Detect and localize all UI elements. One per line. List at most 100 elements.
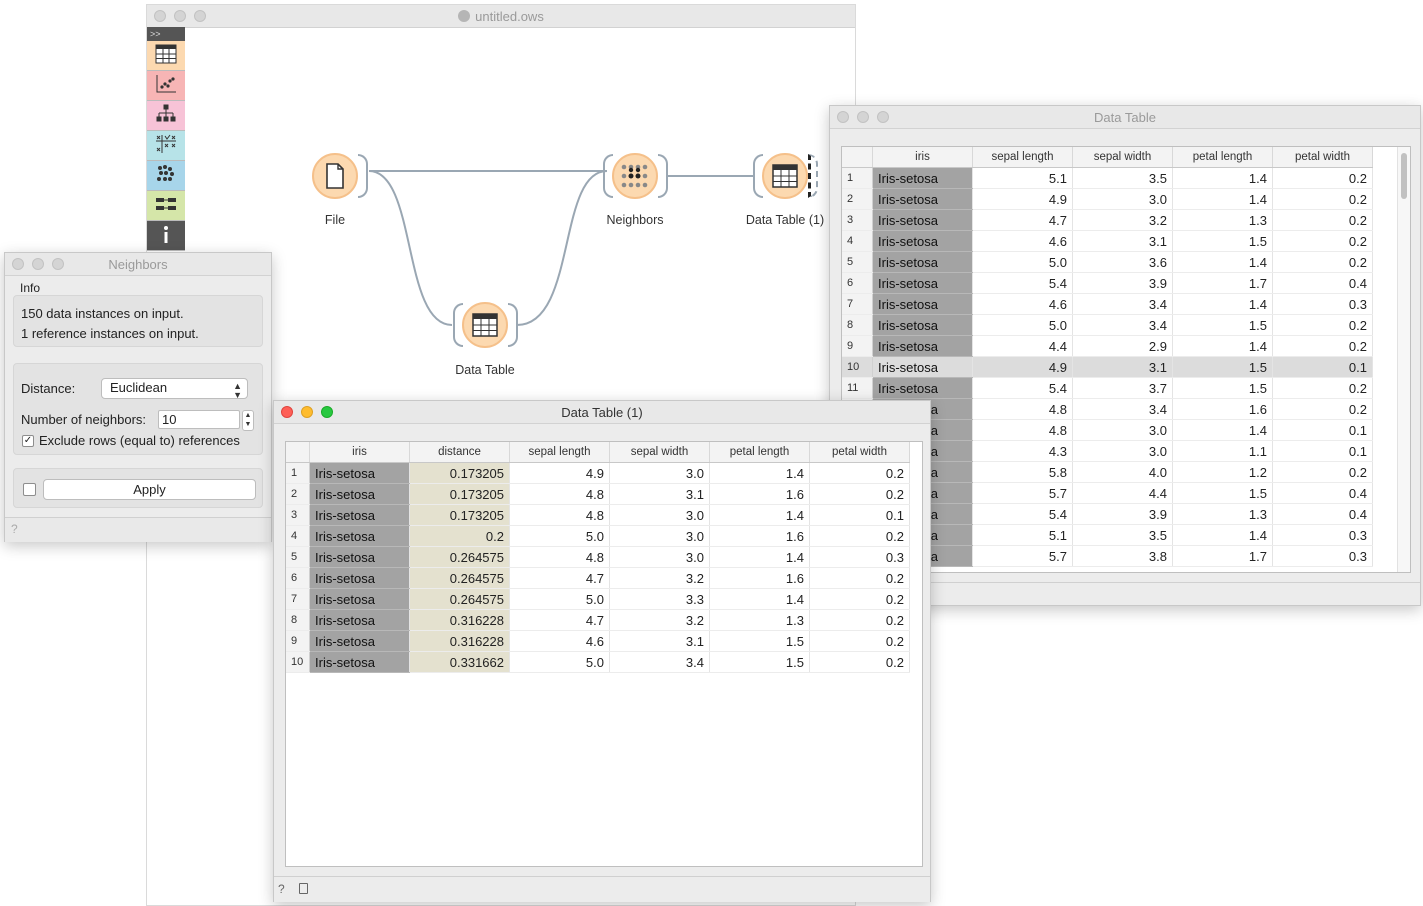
- distance-cell[interactable]: 0.316228: [409, 630, 510, 652]
- table-cell[interactable]: 5.4: [972, 377, 1073, 399]
- row-number[interactable]: 1: [286, 462, 310, 484]
- row-number[interactable]: 5: [286, 546, 310, 568]
- column-header-iris[interactable]: iris: [309, 442, 410, 463]
- table-cell[interactable]: 1.4: [709, 588, 810, 610]
- table-cell[interactable]: 0.1: [1272, 419, 1373, 441]
- table-cell[interactable]: 4.9: [509, 462, 610, 484]
- table-cell[interactable]: 3.5: [1072, 524, 1173, 546]
- report-icon[interactable]: [299, 883, 308, 894]
- column-header-sepal-width[interactable]: sepal width: [1072, 147, 1173, 168]
- minimize-button[interactable]: [32, 258, 44, 270]
- toolbox-info-button[interactable]: [147, 221, 185, 251]
- table-cell[interactable]: 4.9: [972, 188, 1073, 210]
- table-cell[interactable]: 0.1: [1272, 440, 1373, 462]
- distance-cell[interactable]: 0.316228: [409, 609, 510, 631]
- file-output-anchor[interactable]: [358, 154, 368, 198]
- distance-cell[interactable]: 0.173205: [409, 483, 510, 505]
- table-cell[interactable]: 4.6: [509, 630, 610, 652]
- table-cell[interactable]: 2.9: [1072, 335, 1173, 357]
- column-header-petal-length[interactable]: petal length: [709, 442, 810, 463]
- table-cell[interactable]: 0.2: [809, 483, 910, 505]
- apply-button[interactable]: Apply: [43, 479, 256, 500]
- class-cell[interactable]: Iris-setosa: [872, 293, 973, 315]
- file-node-icon[interactable]: [312, 153, 358, 199]
- row-number[interactable]: 5: [842, 251, 873, 273]
- class-cell[interactable]: Iris-setosa: [872, 314, 973, 336]
- table-cell[interactable]: 1.7: [1172, 272, 1273, 294]
- table-cell[interactable]: 4.3: [972, 440, 1073, 462]
- table-cell[interactable]: 1.6: [709, 525, 810, 547]
- table-cell[interactable]: 1.4: [1172, 524, 1273, 546]
- toolbox-merge-button[interactable]: [147, 191, 185, 221]
- row-number[interactable]: 10: [842, 356, 873, 378]
- class-cell[interactable]: Iris-setosa: [309, 588, 410, 610]
- table-cell[interactable]: 1.2: [1172, 461, 1273, 483]
- close-button[interactable]: [154, 10, 166, 22]
- table-cell[interactable]: 4.4: [972, 335, 1073, 357]
- table-cell[interactable]: 3.4: [609, 651, 710, 673]
- table-cell[interactable]: 3.2: [609, 567, 710, 589]
- close-button[interactable]: [12, 258, 24, 270]
- table-cell[interactable]: 0.2: [1272, 188, 1373, 210]
- column-header-iris[interactable]: iris: [872, 147, 973, 168]
- class-cell[interactable]: Iris-setosa: [872, 377, 973, 399]
- class-cell[interactable]: Iris-setosa: [309, 525, 410, 547]
- table-cell[interactable]: 5.4: [972, 272, 1073, 294]
- class-cell[interactable]: Iris-setosa: [309, 609, 410, 631]
- neighbors-count-input[interactable]: 10: [158, 410, 240, 429]
- help-icon[interactable]: ?: [278, 882, 285, 896]
- table-cell[interactable]: 4.7: [972, 209, 1073, 231]
- table-cell[interactable]: 3.9: [1072, 272, 1173, 294]
- table-cell[interactable]: 4.9: [972, 356, 1073, 378]
- table-cell[interactable]: 3.0: [609, 546, 710, 568]
- table-cell[interactable]: 1.1: [1172, 440, 1273, 462]
- table-cell[interactable]: 3.8: [1072, 545, 1173, 567]
- row-number[interactable]: 10: [286, 651, 310, 673]
- table-cell[interactable]: 3.5: [1072, 167, 1173, 189]
- column-header-petal-length[interactable]: petal length: [1172, 147, 1273, 168]
- table-cell[interactable]: 5.1: [972, 167, 1073, 189]
- table-cell[interactable]: 4.8: [509, 483, 610, 505]
- table-cell[interactable]: 1.4: [1172, 335, 1273, 357]
- table-cell[interactable]: 0.2: [809, 525, 910, 547]
- table-cell[interactable]: 3.0: [609, 525, 710, 547]
- table-cell[interactable]: 5.0: [972, 314, 1073, 336]
- table-cell[interactable]: 1.3: [709, 609, 810, 631]
- class-cell[interactable]: Iris-setosa: [309, 462, 410, 484]
- class-cell[interactable]: Iris-setosa: [309, 546, 410, 568]
- table-cell[interactable]: 4.6: [972, 293, 1073, 315]
- table-cell[interactable]: 5.7: [972, 545, 1073, 567]
- table-cell[interactable]: 3.0: [609, 462, 710, 484]
- class-cell[interactable]: Iris-setosa: [872, 356, 973, 378]
- table-cell[interactable]: 4.7: [509, 567, 610, 589]
- table-cell[interactable]: 3.4: [1072, 314, 1173, 336]
- table-cell[interactable]: 0.1: [809, 504, 910, 526]
- neighbors-input-anchor[interactable]: [603, 154, 613, 198]
- table-cell[interactable]: 0.3: [1272, 524, 1373, 546]
- table-cell[interactable]: 1.6: [709, 567, 810, 589]
- exclude-references-checkbox[interactable]: ✓: [22, 435, 34, 447]
- toolbox-tree-button[interactable]: [147, 101, 185, 131]
- auto-apply-checkbox[interactable]: [23, 483, 36, 496]
- zoom-button[interactable]: [321, 406, 333, 418]
- table-cell[interactable]: 0.2: [809, 630, 910, 652]
- data-table-output-anchor[interactable]: [508, 303, 518, 347]
- table-cell[interactable]: 3.0: [1072, 419, 1173, 441]
- table-cell[interactable]: 5.4: [972, 503, 1073, 525]
- distance-select[interactable]: Euclidean ▲▼: [101, 378, 248, 400]
- table-cell[interactable]: 3.1: [609, 630, 710, 652]
- toolbox-table-button[interactable]: [147, 41, 185, 71]
- table-cell[interactable]: 3.6: [1072, 251, 1173, 273]
- data-table-1-output-anchor[interactable]: [808, 154, 818, 198]
- class-cell[interactable]: Iris-setosa: [309, 567, 410, 589]
- row-number[interactable]: 6: [842, 272, 873, 294]
- table-cell[interactable]: 3.1: [1072, 230, 1173, 252]
- class-cell[interactable]: Iris-setosa: [309, 630, 410, 652]
- table-cell[interactable]: 3.4: [1072, 293, 1173, 315]
